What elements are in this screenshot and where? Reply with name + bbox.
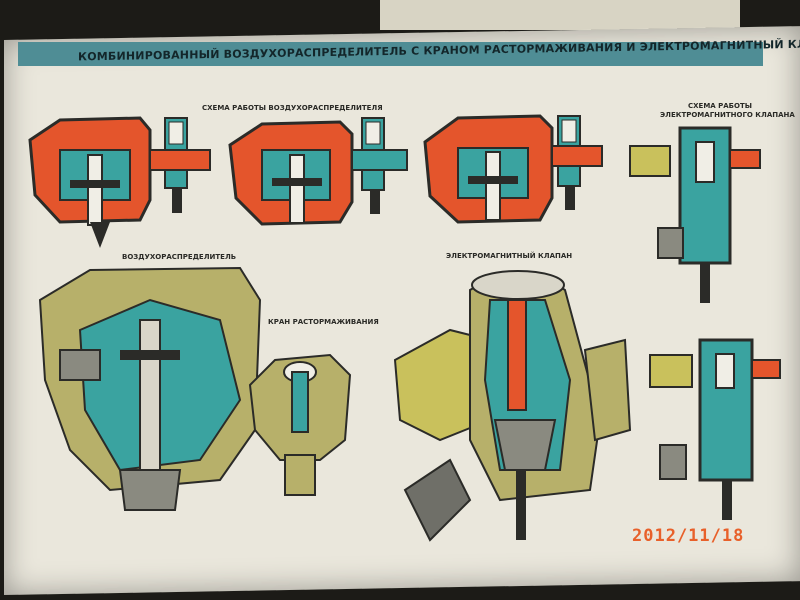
- solenoid-valve-cutaway: [393, 270, 632, 542]
- caption-valve-scheme-1: СХЕМА РАБОТЫ: [688, 102, 752, 110]
- air-distributor-cutaway: [38, 266, 262, 511]
- background-paper: [380, 0, 740, 30]
- scheme-diagram-2: [228, 117, 408, 226]
- caption-valve-scheme-2: ЭЛЕКТРОМАГНИТНОГО КЛАПАНА: [660, 111, 795, 119]
- valve-scheme-top: [629, 126, 761, 303]
- caption-solenoid-valve: ЭЛЕКТРОМАГНИТНЫЙ КЛАПАН: [446, 252, 573, 260]
- release-cock-cutaway: [248, 353, 352, 496]
- caption-air-scheme: СХЕМА РАБОТЫ ВОЗДУХОРАСПРЕДЕЛИТЕЛЯ: [202, 104, 383, 112]
- valve-scheme-bottom: [649, 338, 781, 520]
- caption-air-distributor: ВОЗДУХОРАСПРЕДЕЛИТЕЛЬ: [122, 253, 237, 261]
- caption-release-cock: КРАН РАСТОРМАЖИВАНИЯ: [268, 318, 379, 326]
- scheme-diagram-1: [28, 116, 211, 248]
- scheme-diagram-3: [423, 114, 603, 224]
- photo-date-stamp: 2012/11/18: [632, 526, 745, 546]
- poster-title-band: КОМБИНИРОВАННЫЙ ВОЗДУХОРАСПРЕДЕЛИТЕЛЬ С …: [18, 36, 800, 66]
